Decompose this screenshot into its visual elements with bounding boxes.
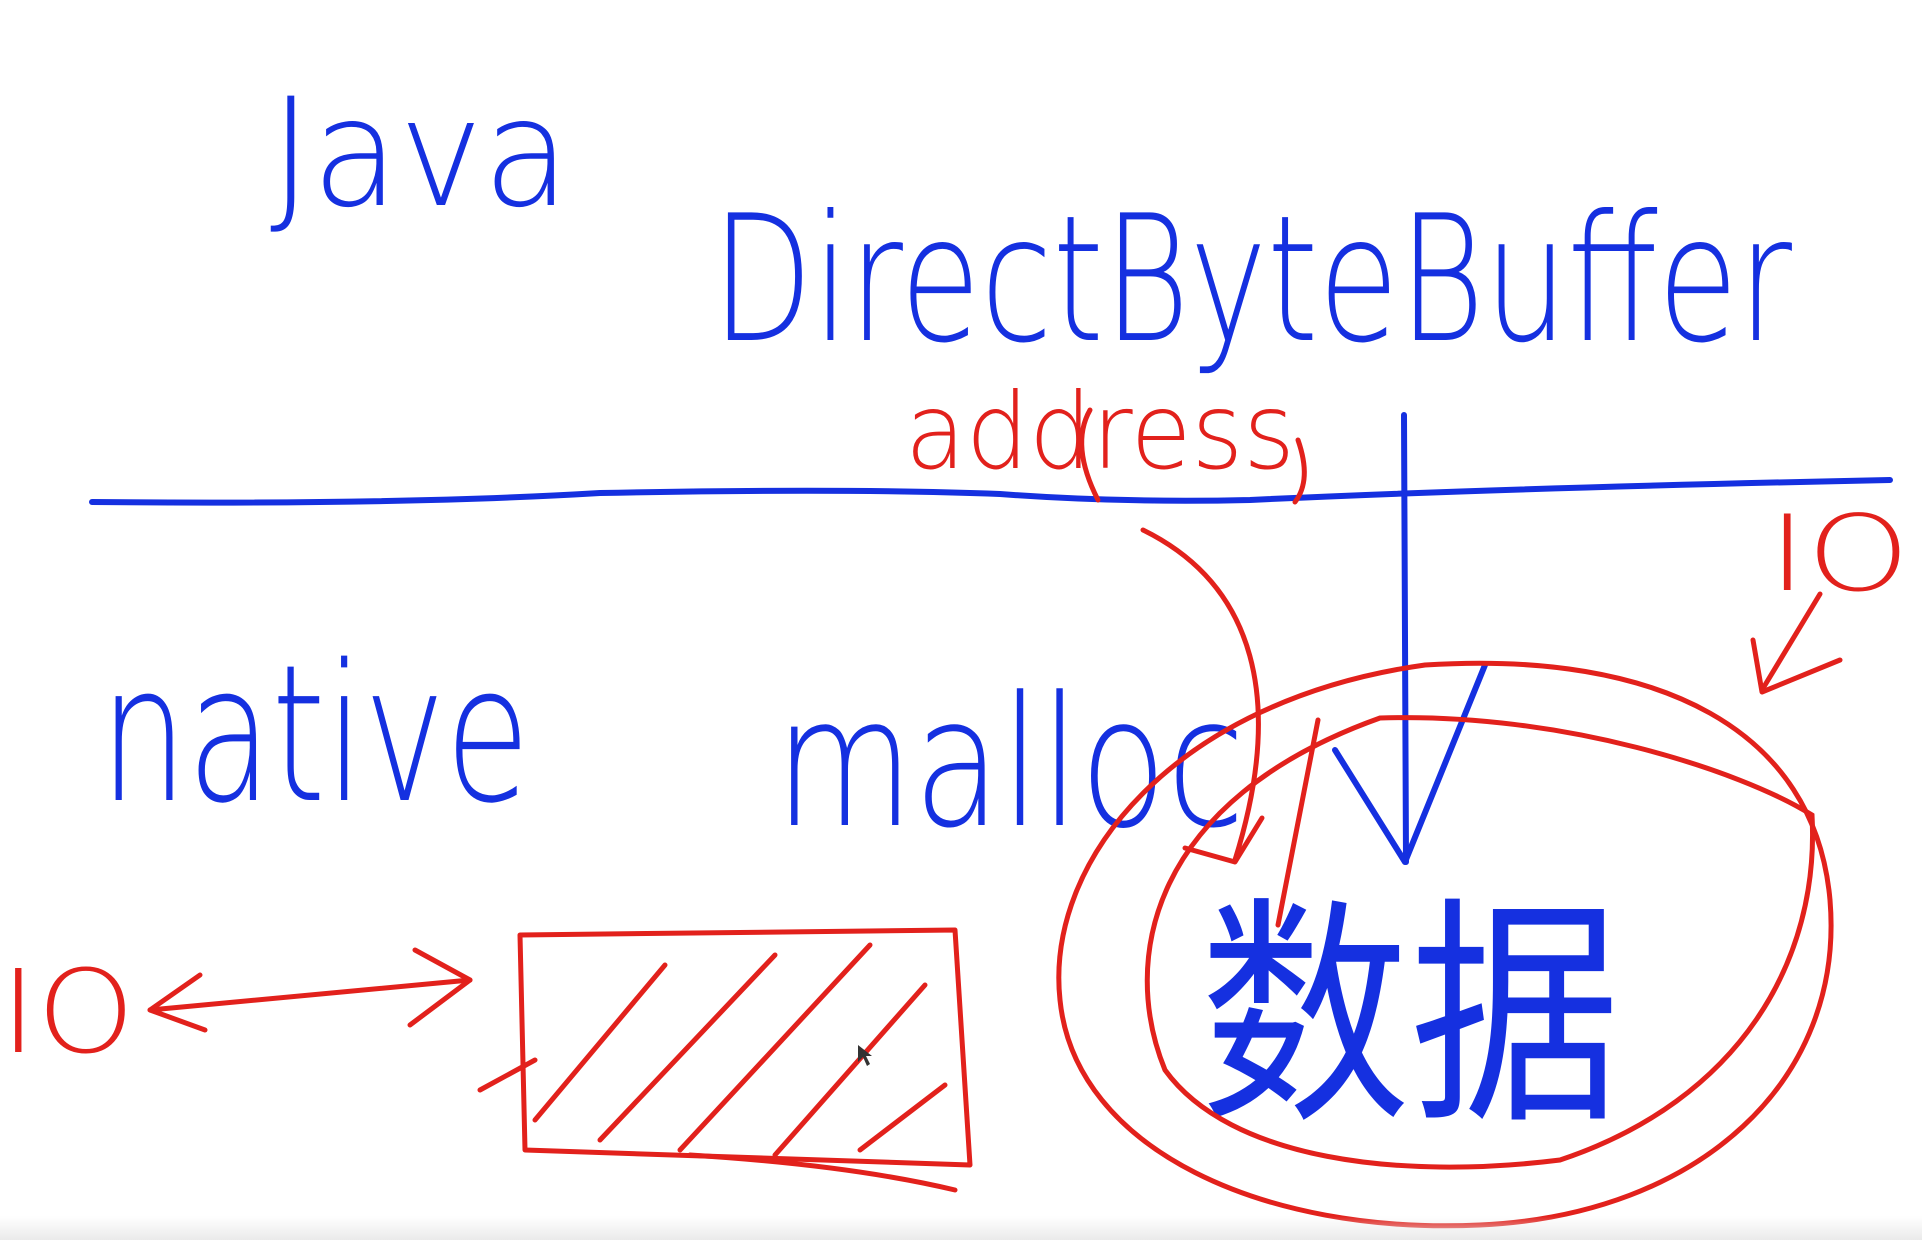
buffer-to-data-arrow — [1332, 412, 1488, 865]
io-left-label: IO — [0, 946, 135, 1080]
data-label: 数据 — [1200, 877, 1620, 1157]
address-descender — [1292, 437, 1307, 505]
cursor-icon — [858, 1045, 872, 1066]
io-right-label: IO — [1768, 493, 1910, 615]
malloc-label: malloc — [775, 659, 1245, 868]
pierce-line — [1275, 717, 1321, 928]
address-pointer-arrow — [1140, 527, 1265, 865]
bottom-shadow — [0, 1216, 1922, 1240]
direct-byte-buffer-label: DirectByteBuffer — [712, 179, 1792, 382]
io-left-double-arrow — [147, 947, 473, 1033]
java-label: Java — [270, 67, 570, 241]
native-label: native — [100, 624, 530, 845]
io-right-arrow — [1750, 591, 1843, 695]
data-inner-circle — [1144, 715, 1816, 1170]
address-stroke — [1079, 407, 1101, 503]
java-native-divider-line — [89, 477, 1893, 506]
address-label: address — [905, 371, 1295, 493]
native-memory-block — [477, 927, 973, 1193]
